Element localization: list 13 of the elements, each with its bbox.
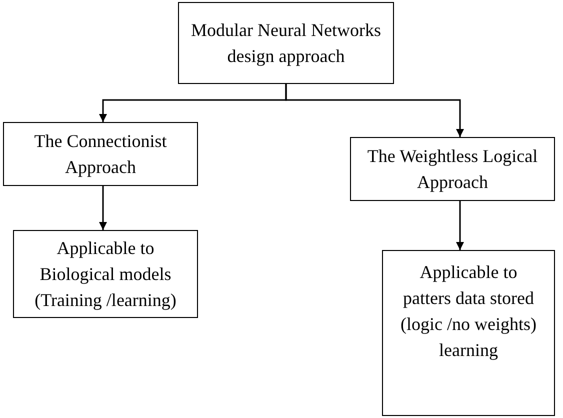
process-box [178, 2, 394, 84]
arrow [285, 84, 464, 137]
box-text: Applicable to patters data stored (logic /no weights) learning [400, 261, 538, 362]
box-text: Modular Neural Networks design approach [190, 19, 382, 68]
process-box [13, 230, 198, 318]
process-box [350, 137, 555, 201]
box-text: The Weightless Logical Approach [366, 145, 539, 194]
arrow [456, 201, 464, 250]
arrow [99, 186, 107, 230]
box-text: The Connectionist Approach [33, 130, 168, 179]
process-box [3, 122, 198, 186]
box-text: Applicable to Biological models (Training /learning) [34, 237, 178, 312]
process-box [382, 250, 555, 416]
